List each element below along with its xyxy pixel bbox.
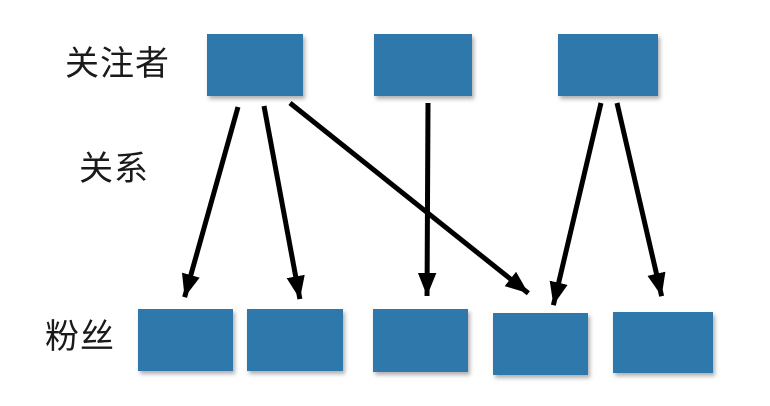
arrow-followee1-fan1 bbox=[181, 106, 241, 298]
arrow-followee2-fan3 bbox=[417, 102, 437, 297]
arrow-followee1-fan2 bbox=[261, 105, 305, 300]
arrow-followee3-fan5 bbox=[614, 102, 666, 297]
fan-1-box bbox=[138, 309, 233, 371]
fans-row-label: 粉丝 bbox=[45, 318, 115, 356]
relationship-row-label: 关系 bbox=[79, 150, 149, 188]
fan-4-box bbox=[493, 313, 588, 375]
fan-2-box bbox=[247, 309, 343, 371]
followee-3-box bbox=[558, 34, 658, 96]
fan-5-box bbox=[613, 312, 713, 373]
followees-row-label: 关注者 bbox=[65, 45, 170, 83]
fan-3-box bbox=[373, 309, 468, 372]
followee-2-box bbox=[374, 34, 472, 96]
arrow-followee3-fan4 bbox=[549, 102, 604, 306]
followee-1-box bbox=[207, 34, 303, 96]
arrow-followee1-fan4 bbox=[288, 101, 530, 296]
